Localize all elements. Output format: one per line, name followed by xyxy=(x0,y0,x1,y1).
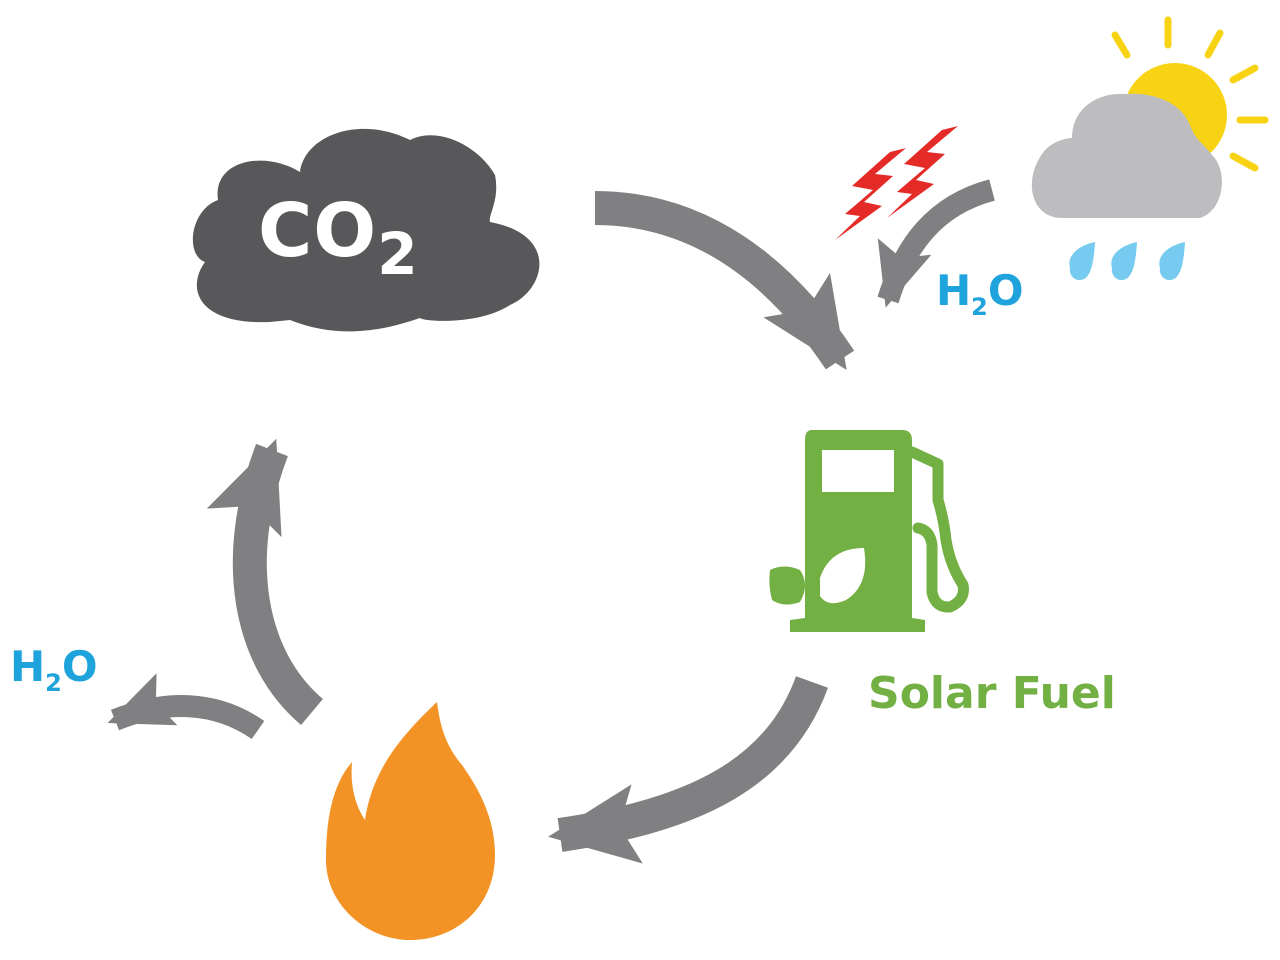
flame-icon xyxy=(326,702,495,940)
lightning-icon xyxy=(835,126,958,240)
raindrop-icon xyxy=(1069,242,1185,280)
water-subscript-left: 2 xyxy=(45,669,62,697)
solar-fuel-label: Solar Fuel xyxy=(868,668,1116,719)
arrow-co2-to-fuel xyxy=(594,191,855,370)
co2-cloud-icon xyxy=(192,128,540,332)
water-label-right: H2O xyxy=(936,266,1024,321)
fuel-pump-icon xyxy=(769,430,969,632)
rain-cloud-icon xyxy=(1031,93,1222,218)
water-subscript-right: 2 xyxy=(971,293,988,321)
arrow-water-to-fuel xyxy=(877,179,996,308)
water-label-left: H2O xyxy=(10,642,98,697)
arrow-fuel-to-flame xyxy=(548,675,828,864)
arrow-flame-to-co2 xyxy=(206,438,324,726)
co2-label: CO2 xyxy=(258,188,419,288)
arrow-flame-to-water xyxy=(107,673,265,740)
leaf-icon xyxy=(820,548,866,604)
co2-subscript: 2 xyxy=(377,220,419,288)
